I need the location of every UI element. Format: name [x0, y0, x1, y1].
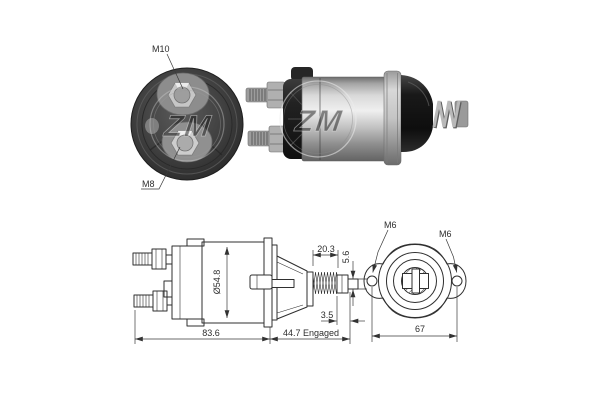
m8-label: M8 — [142, 179, 155, 189]
bottom-stud-end — [176, 134, 194, 152]
plunger-cap — [336, 274, 349, 294]
watermark-inner-circle — [283, 84, 353, 154]
length-dim-extensions — [134, 310, 351, 344]
hub-fork-bar — [411, 268, 420, 294]
zm-watermark-text-rear: ZM — [161, 110, 214, 143]
rear-view-photo: ZM M10 M8 — [130, 44, 244, 190]
diameter-dim-text: Ø54.8 — [212, 270, 222, 295]
plunger-tip — [347, 278, 359, 290]
m6-left-label: M6 — [384, 220, 397, 230]
spring-length-dim-text: 20.3 — [317, 244, 335, 254]
drawing-housing — [171, 245, 203, 320]
rod-height-dim-text: 5.6 — [341, 251, 351, 264]
m6-right-label: M6 — [439, 229, 452, 239]
front-view-drawing: M6 M6 67 — [363, 220, 467, 342]
plunger-shaft — [271, 279, 295, 288]
drawing-spring — [312, 271, 339, 295]
m6-left-leader — [372, 229, 389, 273]
watermark-inner-circle — [153, 90, 221, 158]
m10-leader-line — [166, 53, 184, 90]
side-tab — [145, 118, 159, 134]
zm-watermark-text-side: ZM — [292, 105, 345, 138]
side-view-photo: ZM — [245, 67, 469, 166]
m8-leader-line — [141, 146, 181, 190]
top-lip — [186, 238, 205, 247]
bottom-lip — [186, 318, 205, 327]
body-circle-inner — [393, 259, 437, 303]
spacing-dim-extensions — [371, 287, 458, 342]
trigger-terminal-block — [163, 280, 173, 298]
drawing-top-stud — [132, 248, 173, 270]
engaged-length-dim-text: 44.7 Engaged — [283, 328, 339, 338]
boot-highlight — [407, 81, 430, 107]
mounting-hole-right — [451, 275, 463, 287]
photo-flange — [383, 70, 402, 166]
cone-tip-face — [306, 271, 314, 307]
photo-boot — [401, 75, 433, 153]
zm-watermark-side: ZM — [279, 80, 357, 158]
cone-inner-lines — [276, 261, 304, 314]
photo-spring — [432, 100, 461, 128]
hole-spacing-dim-text: 67 — [415, 324, 425, 334]
m6-right-leader — [445, 238, 458, 273]
mounting-hole-left — [366, 275, 378, 287]
flange-edges — [386, 73, 398, 163]
drawing-bottom-stud — [133, 290, 173, 312]
spade-terminal — [249, 274, 273, 290]
rod-dim-extensions — [358, 278, 367, 290]
top-stud-end — [173, 86, 191, 104]
body-circle-middle — [386, 252, 444, 310]
top-nut-highlight — [175, 82, 189, 89]
zm-watermark-rear: ZM — [149, 86, 225, 162]
drawing-nose-cone — [276, 255, 308, 320]
tip-dim-extensions — [336, 292, 351, 325]
watermark-outer-circle — [149, 86, 225, 162]
spring-dim-extensions — [312, 250, 339, 268]
body-length-dim-text: 83.6 — [202, 328, 220, 338]
m10-label: M10 — [152, 44, 170, 54]
side-view-drawing: Ø54.8 20.3 5.6 3.5 83.6 44.7 Engaged — [132, 237, 367, 344]
bottom-nut-highlight — [178, 130, 192, 137]
photo-top-stud — [245, 81, 291, 109]
watermark-outer-circle — [279, 80, 357, 158]
tip-length-dim-text: 3.5 — [321, 310, 334, 320]
